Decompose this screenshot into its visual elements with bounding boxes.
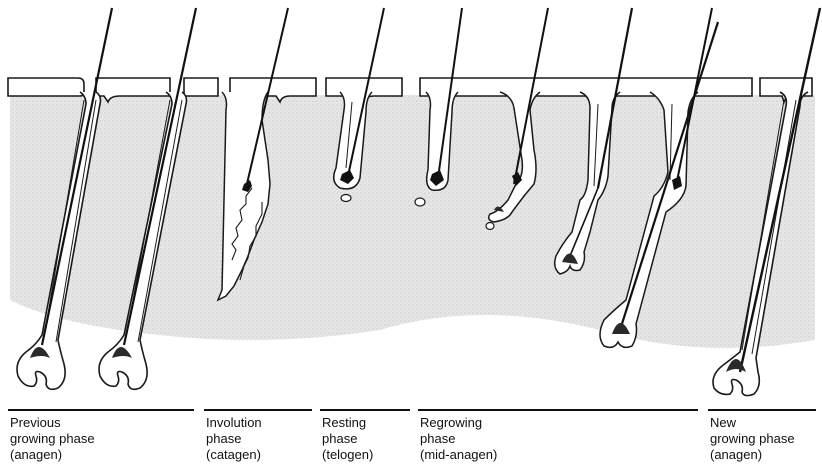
phase-rule-catagen: [204, 409, 312, 411]
phase-label-new-anagen: New growing phase (anagen): [710, 415, 795, 463]
phase-label-previous-anagen: Previous growing phase (anagen): [10, 415, 95, 463]
phase-label-mid-anagen: Regrowing phase (mid-anagen): [420, 415, 497, 463]
phase-rule-mid-anagen: [418, 409, 698, 411]
phase-rule-previous-anagen: [8, 409, 194, 411]
phase-label-catagen: Involution phase (catagen): [206, 415, 262, 463]
phase-rule-new-anagen: [708, 409, 816, 411]
phase-label-telogen: Resting phase (telogen): [322, 415, 373, 463]
phase-rule-telogen: [320, 409, 410, 411]
